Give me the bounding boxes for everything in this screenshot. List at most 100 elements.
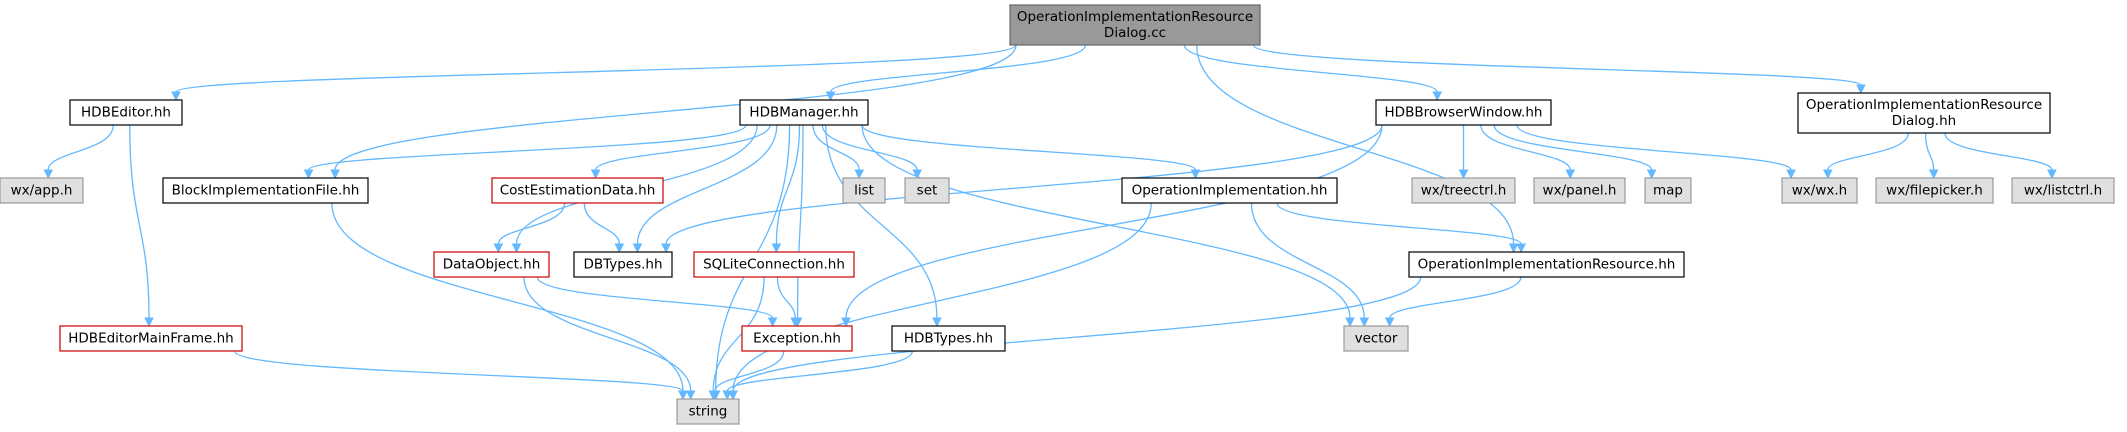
nodes-layer: OperationImplementationResourceDialog.cc… — [0, 4, 2115, 425]
node-dbtypes[interactable]: DBTypes.hh — [573, 251, 673, 278]
node-label: DataObject.hh — [443, 257, 541, 273]
edge-arrowhead — [685, 390, 696, 401]
edge-hdbmanager-to-vector — [861, 124, 1351, 319]
edge-hdbmanager-to-sqlite — [775, 124, 801, 245]
node-label: list — [854, 183, 874, 199]
node-wxpanel[interactable]: wx/panel.h — [1533, 177, 1626, 204]
node-set[interactable]: set — [904, 177, 950, 204]
edge-arrowhead — [1856, 84, 1866, 95]
edge-mainframe-to-string — [233, 350, 684, 392]
node-wxwx[interactable]: wx/wx.h — [1781, 177, 1858, 204]
edge-root-to-hdbmanager — [829, 44, 1086, 93]
edge-dataobject-to-string — [523, 276, 692, 392]
node-wxfilepicker[interactable]: wx/filepicker.h — [1875, 177, 1994, 204]
node-box — [1343, 325, 1409, 352]
edge-dialog_hh-to-wxwx — [1827, 132, 1909, 171]
node-opimplres[interactable]: OperationImplementationResource.hh — [1408, 251, 1685, 278]
edge-hdbeditor-to-mainframe — [129, 124, 150, 319]
edge-arrowhead — [171, 91, 181, 102]
node-box — [491, 177, 664, 204]
edge-costest-to-dataobject — [497, 202, 566, 245]
edge-arrowhead — [1359, 317, 1370, 328]
edge-hdbbrowser-to-wxpanel — [1480, 124, 1571, 171]
edge-hdbmanager-to-exception — [796, 124, 804, 319]
edge-hdbbrowser-to-exception — [845, 124, 1383, 319]
edge-arrowhead — [590, 169, 601, 180]
node-wxapp[interactable]: wx/app.h — [0, 177, 84, 204]
edge-opimplres-to-string — [732, 276, 1422, 392]
node-box — [904, 177, 950, 204]
node-label: BlockImplementationFile.hh — [172, 183, 360, 199]
node-label: wx/app.h — [11, 183, 73, 199]
node-box — [1408, 251, 1685, 278]
edge-arrowhead — [1646, 169, 1657, 180]
node-vector[interactable]: vector — [1343, 325, 1409, 352]
node-label: OperationImplementationResource — [1017, 9, 1253, 25]
node-label: HDBEditorMainFrame.hh — [68, 331, 233, 347]
node-box — [676, 398, 740, 425]
edge-opimplres-to-vector — [1388, 276, 1522, 319]
node-box — [741, 325, 853, 352]
edge-arrowhead — [854, 169, 865, 180]
node-blockimpl[interactable]: BlockImplementationFile.hh — [162, 177, 369, 204]
node-label: Dialog.cc — [1104, 25, 1166, 41]
node-exception[interactable]: Exception.hh — [741, 325, 853, 352]
edge-arrowhead — [2047, 169, 2057, 180]
edge-arrowhead — [1516, 243, 1526, 254]
node-costest[interactable]: CostEstimationData.hh — [491, 177, 664, 204]
node-hdbtypes[interactable]: HDBTypes.hh — [891, 325, 1006, 352]
edge-hdbbrowser-to-map — [1493, 124, 1653, 171]
edge-dataobject-to-exception — [536, 276, 774, 319]
edge-root-to-blockimpl — [334, 44, 1017, 171]
node-box — [1533, 177, 1626, 204]
node-box — [891, 325, 1006, 352]
node-mainframe[interactable]: HDBEditorMainFrame.hh — [59, 325, 243, 352]
edge-arrowhead — [1432, 91, 1443, 102]
node-box — [842, 177, 886, 204]
edge-root-to-hdbbrowser — [1183, 44, 1438, 93]
node-wxlistctrl[interactable]: wx/listctrl.h — [2011, 177, 2115, 204]
edge-arrowhead — [1565, 169, 1576, 180]
node-box — [1121, 177, 1338, 204]
node-wxtreectrl[interactable]: wx/treectrl.h — [1411, 177, 1516, 204]
node-label: Exception.hh — [753, 331, 841, 347]
node-map[interactable]: map — [1644, 177, 1692, 204]
node-box — [1644, 177, 1692, 204]
edge-dialog_hh-to-wxlistctrl — [1944, 132, 2053, 171]
node-hdbeditor[interactable]: HDBEditor.hh — [69, 99, 183, 126]
node-string[interactable]: string — [676, 398, 740, 425]
node-label: wx/filepicker.h — [1886, 183, 1983, 199]
node-list[interactable]: list — [842, 177, 886, 204]
node-hdbbrowser[interactable]: HDBBrowserWindow.hh — [1375, 99, 1552, 126]
edge-arrowhead — [932, 317, 942, 328]
edge-arrowhead — [1928, 169, 1939, 180]
node-box — [69, 99, 183, 126]
node-box — [739, 99, 869, 126]
node-label: vector — [1355, 331, 1398, 347]
edge-hdbeditor-to-wxapp — [47, 124, 114, 171]
node-box — [1797, 92, 2051, 134]
edge-arrowhead — [1345, 317, 1355, 328]
edge-sqlite-to-exception — [776, 276, 796, 319]
node-opimpl[interactable]: OperationImplementation.hh — [1121, 177, 1338, 204]
node-label: wx/wx.h — [1792, 183, 1847, 199]
edge-opimpl-to-opimplres — [1276, 202, 1522, 245]
node-hdbmanager[interactable]: HDBManager.hh — [739, 99, 869, 126]
node-label: OperationImplementationResource — [1806, 97, 2042, 113]
edge-arrowhead — [1786, 169, 1796, 180]
node-label: wx/treectrl.h — [1421, 183, 1507, 199]
edge-blockimpl-to-string — [331, 202, 684, 392]
node-box — [573, 251, 673, 278]
node-label: set — [917, 183, 938, 199]
node-dataobject[interactable]: DataObject.hh — [433, 251, 550, 278]
node-sqlite[interactable]: SQLiteConnection.hh — [693, 251, 855, 278]
edge-arrowhead — [728, 390, 738, 401]
edge-arrowhead — [511, 243, 522, 254]
edge-hdbmanager-to-costest — [594, 124, 771, 171]
node-label: HDBEditor.hh — [81, 105, 171, 121]
node-label: SQLiteConnection.hh — [703, 257, 845, 273]
edge-arrowhead — [825, 91, 836, 102]
edge-arrowhead — [710, 390, 720, 401]
